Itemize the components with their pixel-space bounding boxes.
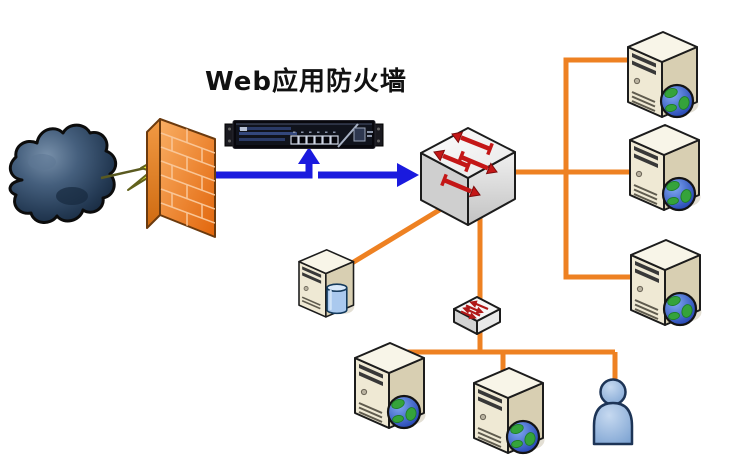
database-server [297, 248, 356, 319]
appliance-ports [290, 131, 339, 145]
core-switch [420, 127, 516, 226]
appliance-logo [353, 127, 366, 142]
small-switch-arrows-icon [460, 300, 489, 320]
link-switch-database-server [349, 206, 444, 266]
blue-links [214, 147, 419, 187]
link-trunk-right [563, 57, 634, 280]
web-server-3 [629, 238, 703, 327]
firewall-side-face [146, 118, 161, 229]
cloud-icon [8, 123, 118, 224]
switch-arrows-icon [433, 131, 498, 198]
appliance-display [239, 127, 291, 130]
firewall [146, 118, 216, 238]
web-server-1 [626, 30, 700, 119]
waf-label: Web应用防火墙 [205, 66, 407, 97]
internet-cloud [8, 123, 118, 224]
access-switch [453, 296, 501, 335]
web-server-2 [628, 123, 702, 212]
web-server-4 [353, 341, 427, 430]
brick-pattern [160, 128, 215, 227]
arrowhead-up-icon [298, 147, 320, 164]
link-firewall-waf [214, 161, 313, 179]
arrowhead-right-icon [397, 163, 419, 187]
web-server-5 [472, 366, 546, 455]
waf-appliance [224, 120, 384, 149]
user-person-icon [592, 378, 634, 446]
orange-links [349, 57, 634, 379]
